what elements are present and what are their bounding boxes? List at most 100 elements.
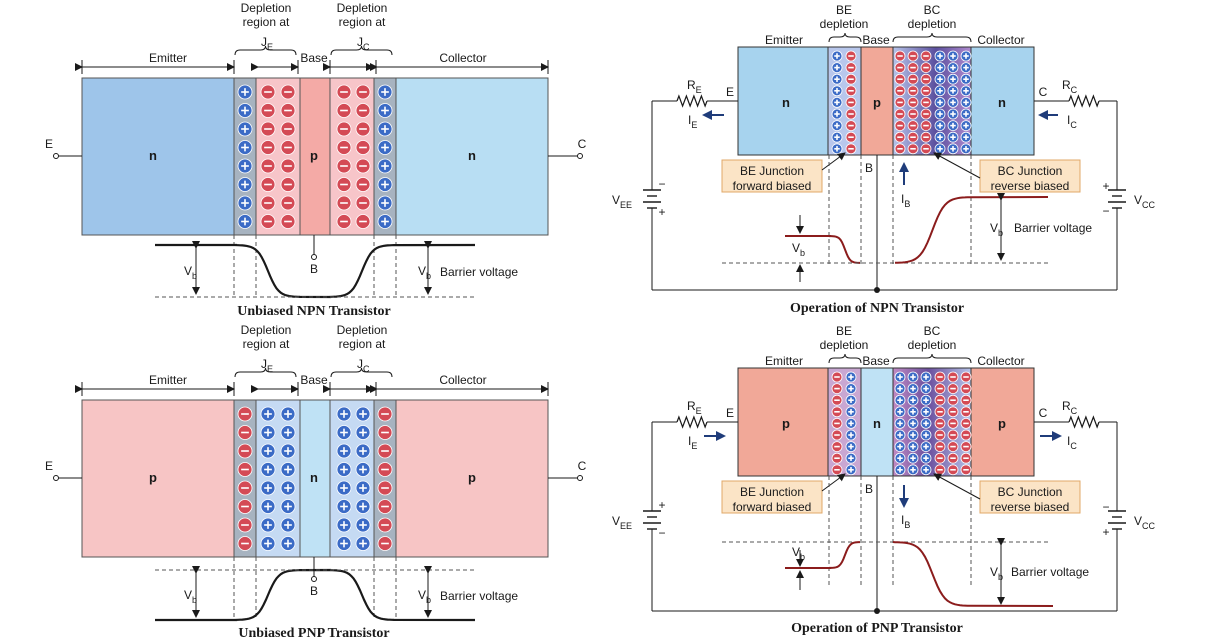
base-side-ion — [260, 140, 276, 155]
be-depletion-label-line: depletion — [820, 338, 869, 352]
bc-ion — [894, 429, 906, 441]
bc-ion — [947, 108, 959, 120]
bc-ion — [894, 131, 906, 143]
diagram-title: Unbiased PNP Transistor — [238, 626, 389, 641]
je-depletion-emitter-side — [233, 399, 257, 558]
bc-ion — [960, 108, 972, 120]
be-ion — [845, 394, 857, 406]
vee-label-main: V — [612, 514, 620, 528]
vb-label-right-sub: b — [426, 595, 431, 605]
bc-ion — [960, 429, 972, 441]
c-terminal-label: C — [1039, 406, 1048, 420]
collector-side-ion — [377, 140, 393, 155]
be-ion — [831, 131, 843, 143]
base-side-ion — [355, 425, 371, 440]
collector-side-ion — [377, 158, 393, 174]
base-label: Base — [862, 33, 890, 47]
base-side-ion — [355, 158, 371, 174]
base-side-ion — [336, 536, 352, 551]
be-ion — [831, 441, 843, 453]
bc-depletion-label-line: BC — [924, 324, 941, 338]
bc-ion — [960, 50, 972, 62]
je-depletion-label-line: region at — [243, 337, 290, 351]
jc-label: JC — [357, 35, 370, 52]
b-terminal-label: B — [865, 161, 873, 175]
be-junction-note-box — [721, 480, 823, 514]
collector-side-ion — [377, 214, 393, 229]
bc-ion — [960, 394, 972, 406]
base-side-ion — [336, 517, 352, 533]
emitter-label: Emitter — [149, 51, 187, 65]
bc-ion — [920, 73, 932, 85]
jc-depletion-label-line: Depletion — [337, 323, 388, 337]
base-side-ion — [280, 443, 296, 459]
je-depletion-emitter-side — [233, 77, 257, 236]
je-depletion-base-side — [255, 77, 301, 236]
base-terminal — [311, 254, 317, 260]
plus-sign: + — [658, 205, 665, 219]
collector-label: Collector — [439, 373, 486, 387]
be-ion — [831, 417, 843, 429]
ie-label-main: I — [688, 113, 691, 127]
emitter-side-ion — [237, 443, 253, 459]
emitter-region — [81, 77, 235, 236]
collector-side-ion — [377, 536, 393, 551]
base-side-ion — [280, 536, 296, 551]
base-side-ion — [336, 480, 352, 496]
base-side-ion — [260, 177, 276, 192]
be-ion — [831, 452, 843, 464]
be-depletion-label-line: depletion — [820, 17, 869, 31]
base-side-ion — [280, 462, 296, 477]
base-side-ion — [260, 84, 276, 100]
bc-ion — [894, 394, 906, 406]
ie-label: IE — [688, 434, 697, 451]
be-junction-note-line: forward biased — [733, 500, 812, 514]
emitter-label: Emitter — [765, 33, 803, 47]
emitter-label: Emitter — [149, 373, 187, 387]
be-ion — [831, 120, 843, 131]
be-note-pointer — [821, 473, 846, 492]
barrier-voltage-label: Barrier voltage — [1014, 221, 1092, 235]
bc-depletion-label-line: BC — [924, 3, 941, 17]
bc-ion — [960, 417, 972, 429]
collector-terminal — [577, 475, 583, 481]
je-label-sub: E — [267, 42, 273, 52]
vb-label-be-main: V — [792, 241, 800, 255]
base-side-ion — [336, 84, 352, 100]
bc-ion — [907, 143, 919, 155]
vee-label-main: V — [612, 193, 620, 207]
bc-ion — [947, 406, 959, 418]
collector-region — [395, 77, 549, 236]
bc-ion — [920, 406, 932, 418]
base-node — [874, 287, 880, 293]
plus-sign: + — [1102, 525, 1109, 539]
vb-label-right-sub: b — [426, 271, 431, 281]
ic-label-sub: C — [1070, 120, 1077, 130]
bc-ion — [934, 62, 946, 73]
vb-label-right: Vb — [418, 264, 431, 281]
bc-ion — [894, 406, 906, 418]
ie-label-sub: E — [691, 120, 697, 130]
base-node — [874, 608, 880, 614]
collector-side-ion — [377, 121, 393, 137]
barrier-potential-curve — [155, 243, 476, 299]
jc-bracket — [330, 45, 393, 56]
barrier-voltage-label: Barrier voltage — [440, 265, 518, 279]
base-region — [860, 367, 894, 477]
be-ion — [831, 406, 843, 418]
bc-ion — [947, 97, 959, 108]
vcc-battery — [1108, 510, 1126, 530]
be-ion — [845, 371, 857, 383]
vb-label-bc: Vb — [990, 221, 1003, 238]
bc-ion — [934, 120, 946, 131]
bc-ion — [920, 441, 932, 453]
base-side-ion — [260, 195, 276, 211]
base-side-ion — [280, 158, 296, 174]
vb-label-be: Vb — [792, 545, 805, 562]
bc-ion — [947, 73, 959, 85]
collector-type-label: p — [998, 416, 1006, 431]
vcc-label-main: V — [1134, 193, 1142, 207]
